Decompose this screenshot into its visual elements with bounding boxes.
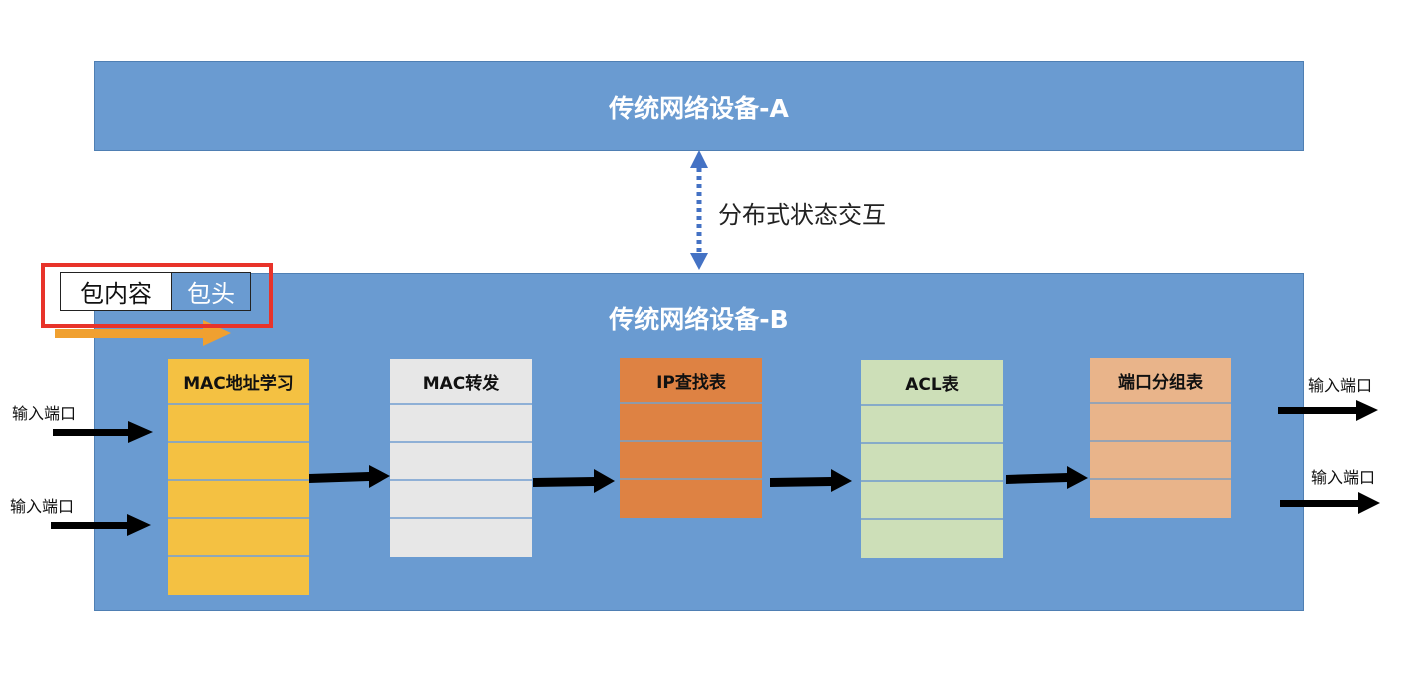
table-row bbox=[620, 404, 762, 442]
mac-learning-table: MAC地址学习 bbox=[168, 359, 309, 595]
input-arrow-1 bbox=[53, 421, 153, 443]
arrow-right-icon bbox=[1067, 466, 1088, 489]
arrow-up-icon bbox=[690, 150, 708, 168]
input-port-label-2: 输入端口 bbox=[10, 497, 75, 516]
table-row bbox=[168, 405, 309, 443]
packet-payload: 包内容 bbox=[61, 273, 172, 310]
arrow-right-icon bbox=[1358, 492, 1380, 514]
arrow-right-icon bbox=[369, 465, 390, 488]
table-row bbox=[390, 481, 532, 519]
table-row bbox=[390, 405, 532, 443]
ip-lookup-table: IP查找表 bbox=[620, 358, 762, 518]
pipeline-arrow-3 bbox=[770, 469, 852, 492]
table-row bbox=[861, 520, 1003, 558]
arrow-down-icon bbox=[690, 253, 708, 270]
acl-table: ACL表 bbox=[861, 360, 1003, 558]
pipeline-arrow-2 bbox=[533, 469, 615, 493]
arrow-right-icon bbox=[128, 421, 153, 443]
table-row bbox=[861, 406, 1003, 444]
arrow-right-icon bbox=[831, 469, 852, 492]
device-b-title: 传统网络设备-B bbox=[609, 305, 789, 334]
device-a-box: 传统网络设备-A bbox=[94, 61, 1304, 151]
table-row bbox=[861, 482, 1003, 520]
output-port-label-2: 输入端口 bbox=[1311, 468, 1376, 487]
table-row bbox=[1090, 480, 1231, 518]
table-row bbox=[1090, 404, 1231, 442]
pipeline-arrow-1 bbox=[309, 465, 390, 488]
pipeline-arrow-4 bbox=[1006, 466, 1088, 489]
arrow-right-icon bbox=[127, 514, 151, 536]
table-header: MAC转发 bbox=[390, 359, 532, 405]
sync-double-arrow bbox=[690, 150, 708, 270]
table-row bbox=[168, 443, 309, 481]
table-row bbox=[1090, 442, 1231, 480]
table-row bbox=[168, 481, 309, 519]
arrow-right-icon bbox=[1356, 400, 1378, 421]
table-row bbox=[390, 519, 532, 557]
table-header: IP查找表 bbox=[620, 358, 762, 404]
mac-forwarding-table: MAC转发 bbox=[390, 359, 532, 557]
table-row bbox=[861, 444, 1003, 482]
flow-arrow-shaft bbox=[55, 329, 205, 338]
table-header: ACL表 bbox=[861, 360, 1003, 406]
output-port-label-1: 输入端口 bbox=[1308, 376, 1373, 395]
output-arrow-2 bbox=[1280, 492, 1380, 514]
output-arrow-1 bbox=[1278, 400, 1378, 421]
table-row bbox=[168, 557, 309, 595]
table-row bbox=[390, 443, 532, 481]
packet-highlight-frame bbox=[41, 263, 273, 328]
packet-header: 包头 bbox=[172, 273, 250, 310]
port-group-table: 端口分组表 bbox=[1090, 358, 1231, 518]
table-row bbox=[168, 519, 309, 557]
sync-label: 分布式状态交互 bbox=[718, 201, 886, 229]
input-arrow-2 bbox=[51, 514, 151, 536]
table-row bbox=[620, 480, 762, 518]
input-port-label-1: 输入端口 bbox=[12, 404, 77, 423]
packet: 包内容 包头 bbox=[60, 272, 251, 311]
table-row bbox=[620, 442, 762, 480]
device-a-title: 传统网络设备-A bbox=[609, 94, 789, 123]
table-header: 端口分组表 bbox=[1090, 358, 1231, 404]
table-header: MAC地址学习 bbox=[168, 359, 309, 405]
arrow-right-icon bbox=[594, 469, 615, 493]
